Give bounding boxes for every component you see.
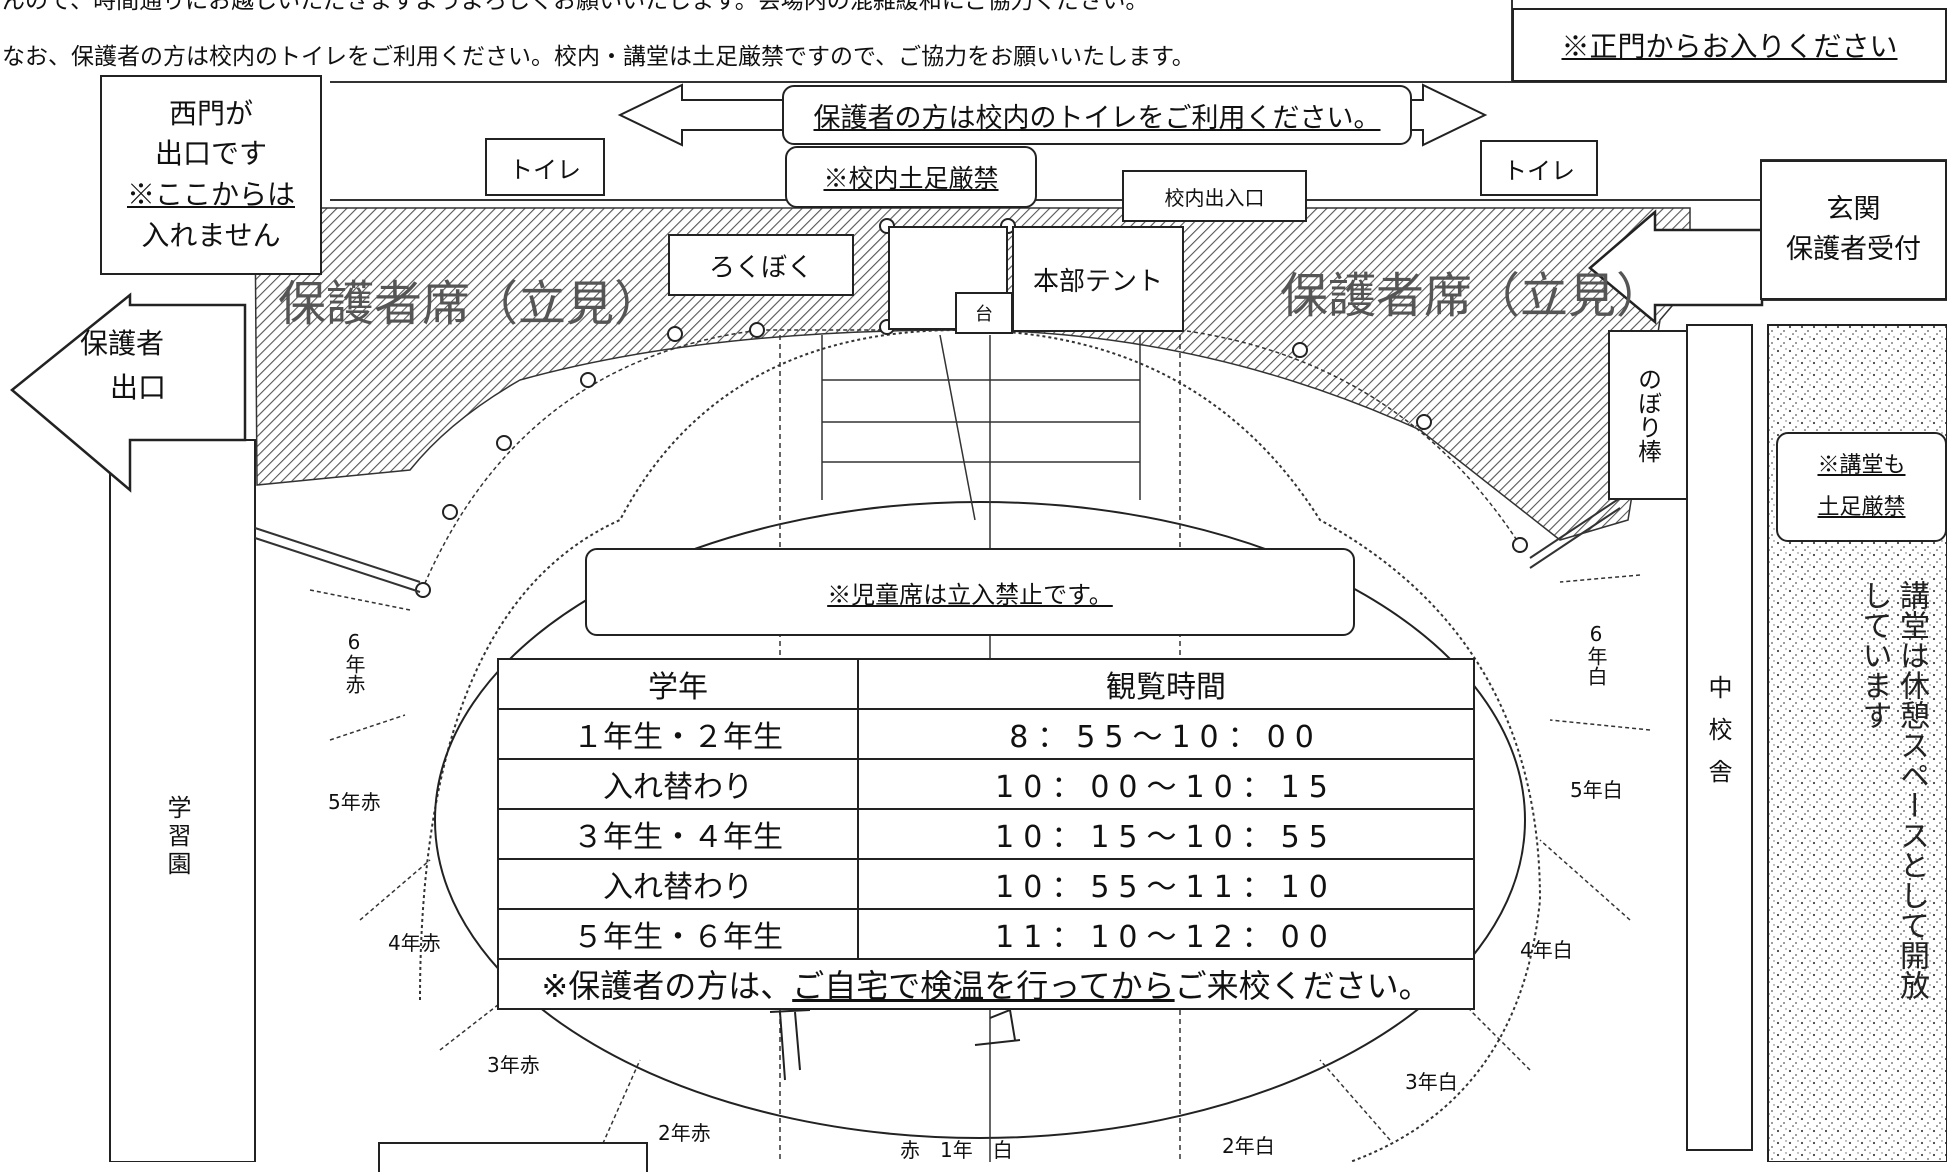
toilet-right: トイレ xyxy=(1480,140,1598,196)
schedule-table: 学年 観覧時間 １年生・２年生 8：55〜10：00 入れ替わり 10：00〜1… xyxy=(497,658,1475,1010)
rokuboku: ろくぼく xyxy=(668,234,854,296)
west-gate-notice: 西門が 出口です ※ここからは 入れません xyxy=(100,75,322,275)
table-cell-grade: ５年生・６年生 xyxy=(497,908,859,960)
note-underlined: ご自宅で検温を行ってから xyxy=(792,967,1175,1005)
toilet-banner-label: 保護者の方は校内のトイレをご利用ください。 xyxy=(813,102,1381,134)
section-white-5: 5年白 xyxy=(1570,778,1623,802)
section-white-6: 6年白 xyxy=(1584,622,1608,686)
hq-tent-label: 本部テント xyxy=(1032,266,1163,297)
section-red-5: 5年赤 xyxy=(328,790,381,814)
guardian-seats-left-label: 保護者席（立見） xyxy=(278,276,663,332)
section-red-4: 4年赤 xyxy=(388,931,441,955)
main-gate-label: ※正門からお入りください xyxy=(1561,30,1898,63)
school-entrance-label: 校内出入口 xyxy=(1164,185,1265,210)
table-cell-time: 11：10〜12：00 xyxy=(857,908,1475,960)
toilet-banner: 保護者の方は校内のトイレをご利用ください。 xyxy=(782,85,1412,145)
toilet-left-label: トイレ xyxy=(509,155,581,184)
main-gate-notice: ※正門からお入りください xyxy=(1512,8,1947,82)
table-cell-grade: 入れ替わり xyxy=(497,758,859,810)
entrance-line-1: 玄関 xyxy=(1826,193,1881,225)
table-cell-grade: １年生・２年生 xyxy=(497,708,859,760)
section-white-4: 4年白 xyxy=(1520,938,1573,962)
guardian-seats-area xyxy=(254,207,1691,541)
naka-kosha-label: 中校舎 xyxy=(1704,675,1732,801)
guardian-exit-line-2: 出口 xyxy=(110,371,167,404)
nobori-label: のぼり棒 xyxy=(1633,367,1662,463)
table-note-row: ※保護者の方は、ご自宅で検温を行ってからご来校ください。 xyxy=(497,958,1475,1010)
section-red-6: 6年赤 xyxy=(342,630,366,694)
table-cell-time: 10：00〜10：15 xyxy=(857,758,1475,810)
track-oval xyxy=(419,328,1542,1162)
table-header-row: 学年 観覧時間 xyxy=(497,658,1475,710)
kodo-line-2: 土足厳禁 xyxy=(1817,495,1906,520)
west-gate-line-1: 西門が xyxy=(168,96,253,130)
auditorium-rest-text: 講堂は休憩スペースとして開放しています xyxy=(1856,580,1930,1000)
rokuboku-label: ろくぼく xyxy=(708,252,813,283)
table-header-grade: 学年 xyxy=(497,658,859,710)
section-red-2: 2年赤 xyxy=(658,1121,711,1145)
guardian-seats-right-label: 保護者席（立見） xyxy=(1280,268,1665,324)
children-seats-notice: ※児童席は立入禁止です。 xyxy=(585,548,1355,636)
section-white-2: 2年白 xyxy=(1222,1134,1275,1158)
table-row: ５年生・６年生 11：10〜12：00 xyxy=(497,908,1475,960)
table-row: 入れ替わり 10：00〜10：15 xyxy=(497,758,1475,810)
kodo-line-1: ※講堂も xyxy=(1817,453,1906,479)
table-cell-time: 8：55〜10：00 xyxy=(857,708,1475,760)
section-red-3: 3年赤 xyxy=(487,1053,540,1077)
school-entrance: 校内出入口 xyxy=(1122,170,1307,222)
temperature-note: ※保護者の方は、ご自宅で検温を行ってからご来校ください。 xyxy=(497,958,1475,1010)
auditorium-shoes-notice: ※講堂も 土足厳禁 xyxy=(1776,432,1947,542)
table-cell-time: 10：15〜10：55 xyxy=(857,808,1475,860)
note-prefix: ※保護者の方は、 xyxy=(541,967,793,1005)
no-shoes-label: ※校内土足厳禁 xyxy=(823,164,999,193)
west-gate-line-2: 出口です xyxy=(154,137,267,171)
toilet-arrow-left xyxy=(617,83,791,147)
no-shoes-notice: ※校内土足厳禁 xyxy=(785,146,1037,208)
table-header-time: 観覧時間 xyxy=(857,658,1475,710)
west-gate-line-3: ※ここからは xyxy=(126,178,295,211)
children-seats-label: ※児童席は立入禁止です。 xyxy=(827,580,1113,609)
hq-tent: 本部テント xyxy=(1012,226,1184,332)
guardian-exit-line-1: 保護者 xyxy=(80,327,165,360)
west-gate-line-4: 入れません xyxy=(141,218,281,252)
table-row: ３年生・４年生 10：15〜10：55 xyxy=(497,808,1475,860)
section-grade-1: 赤 1年 白 xyxy=(900,1138,1013,1162)
section-white-3: 3年白 xyxy=(1405,1070,1458,1094)
table-cell-grade: 入れ替わり xyxy=(497,858,859,910)
stand-label: 台 xyxy=(975,304,993,325)
exit-arrow-left xyxy=(10,292,247,493)
entrance-line-2: 保護者受付 xyxy=(1786,234,1921,265)
table-row: 入れ替わり 10：55〜11：10 xyxy=(497,858,1475,910)
toilet-left: トイレ xyxy=(485,138,605,196)
table-cell-time: 10：55〜11：10 xyxy=(857,858,1475,910)
note-suffix: ご来校ください。 xyxy=(1174,967,1431,1005)
table-cell-grade: ３年生・４年生 xyxy=(497,808,859,860)
table-row: １年生・２年生 8：55〜10：00 xyxy=(497,708,1475,760)
gakushuen-label: 学習園 xyxy=(163,795,191,879)
entrance-reception: 玄関 保護者受付 xyxy=(1760,160,1947,300)
bottom-left-box xyxy=(378,1142,648,1172)
header-line-1: んので、時間通りにお越しいただきますようよろしくお願いいたします。会場内の混雑緩… xyxy=(2,0,1149,14)
nobori-pole: のぼり棒 xyxy=(1608,330,1688,500)
stand: 台 xyxy=(955,292,1013,334)
header-line-2: なお、保護者の方は校内のトイレをご利用ください。校内・講堂は土足厳禁ですので、ご… xyxy=(2,44,1195,70)
toilet-right-label: トイレ xyxy=(1503,156,1575,185)
